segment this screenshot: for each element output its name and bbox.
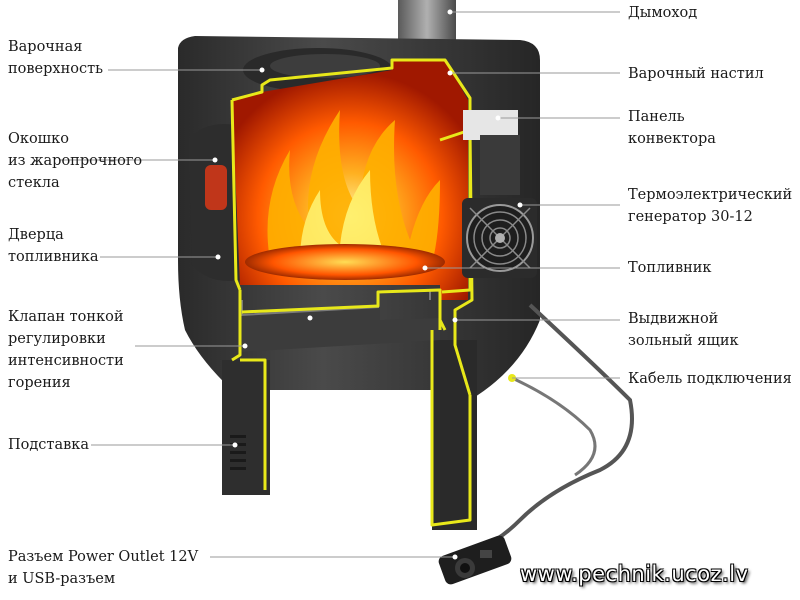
- label-ash-drawer: Выдвижной зольный ящик: [628, 311, 739, 349]
- stand: [222, 360, 270, 495]
- watermark: www.pechnik.ucoz.lv: [520, 562, 749, 586]
- ash-drawer: [240, 305, 440, 352]
- cable-second: [511, 376, 597, 477]
- label-cooking-deck: Варочный настил: [628, 66, 764, 82]
- label-cable: Кабель подключения: [628, 371, 792, 387]
- label-teg: Термоэлектрический генератор 30-12: [628, 187, 793, 225]
- leader-lines-left: [60, 67, 458, 560]
- label-convector-panel: Панель конвектора: [628, 109, 716, 147]
- power-outlet-plug: [438, 535, 512, 585]
- label-power-outlet: Разъем Power Outlet 12V и USB-разъем: [8, 549, 199, 587]
- label-stand: Подставка: [8, 437, 89, 453]
- label-glass-window: Окошко из жаропрочного стекла: [8, 131, 143, 191]
- leader-lines-right: [422, 9, 620, 379]
- embers: [245, 244, 445, 280]
- teg-fan: [462, 198, 537, 278]
- cable: [479, 303, 634, 550]
- label-firebox-door: Дверца топливника: [8, 227, 99, 265]
- convector-panel-shade: [480, 135, 520, 195]
- glass-window: [205, 165, 227, 210]
- label-firebox: Топливник: [628, 260, 712, 276]
- stand-vents: [230, 435, 246, 470]
- flames: [267, 110, 440, 270]
- label-burn-valve: Клапан тонкой регулировки интенсивности …: [8, 309, 124, 391]
- label-cooking-surface: Варочная поверхность: [8, 39, 104, 77]
- label-chimney: Дымоход: [628, 5, 698, 21]
